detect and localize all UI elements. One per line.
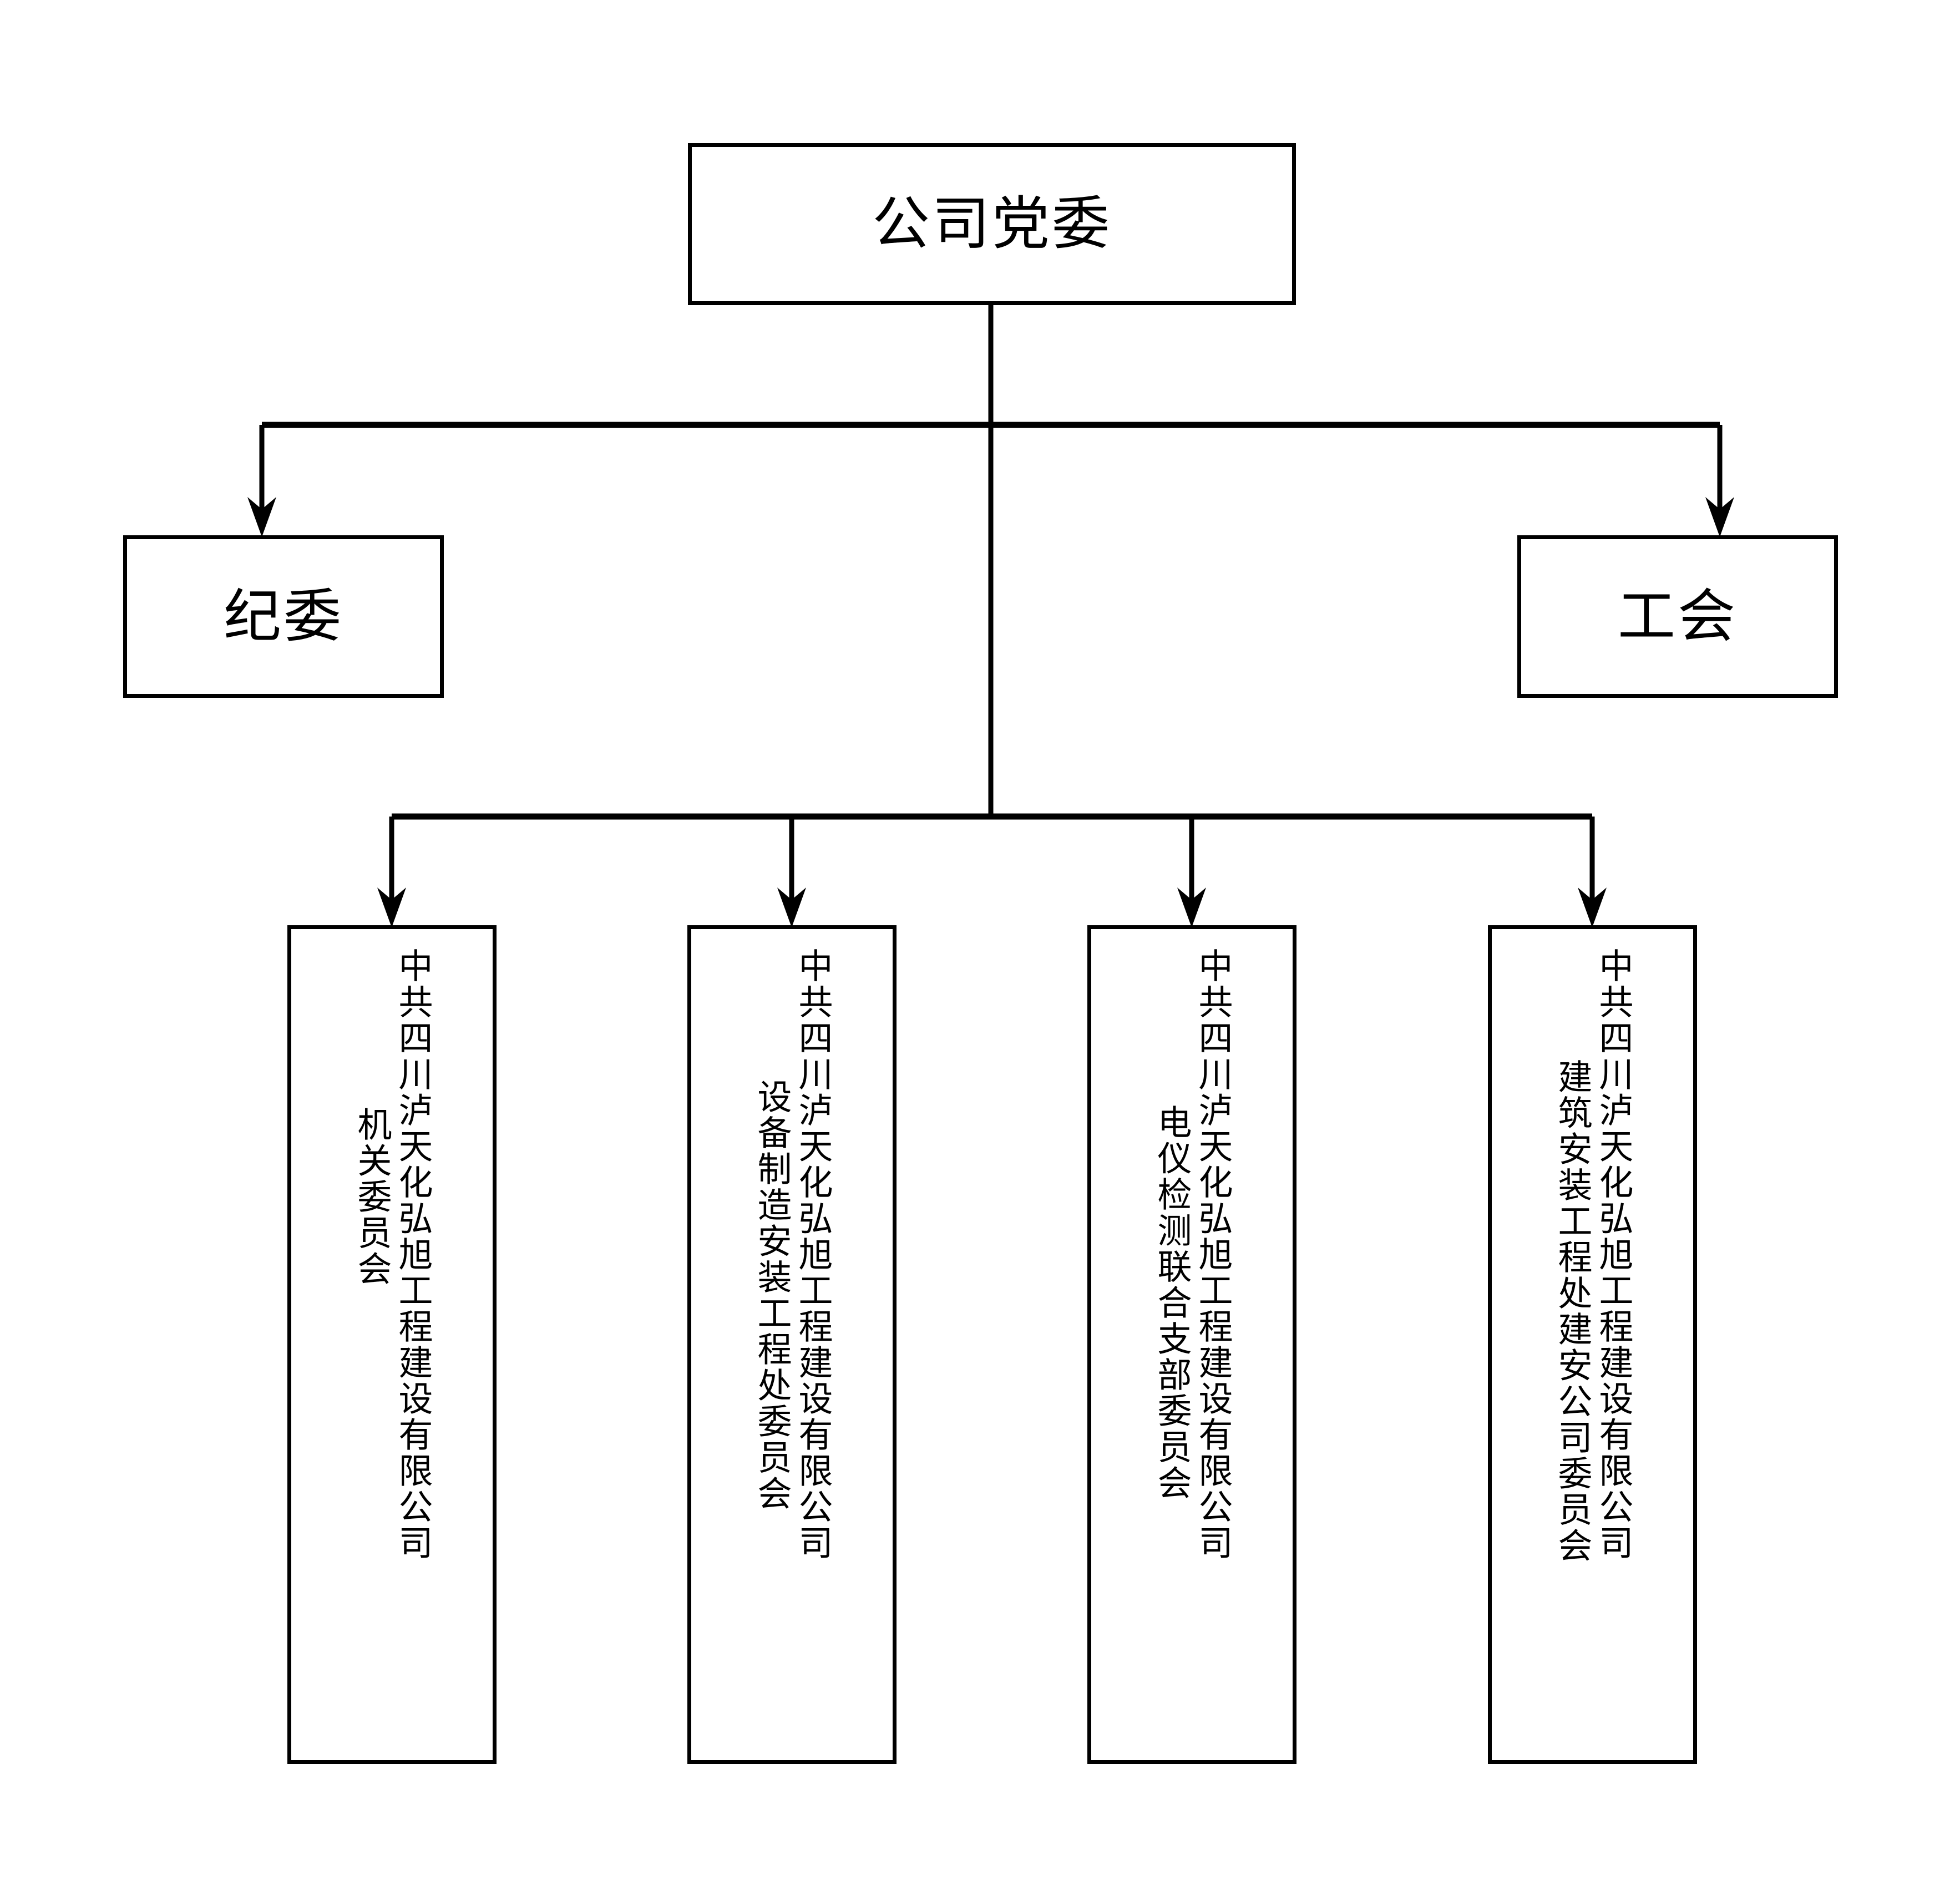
node-branch-equipment[interactable]: 中共四川泸天化弘旭工程建设有限公司 设备制造安装工程处委员会: [687, 925, 897, 1764]
arrowhead-branch-1: [377, 888, 406, 927]
node-branch-jiguan-company-label: 中共四川泸天化弘旭工程建设有限公司: [392, 948, 433, 1561]
node-branch-instrument[interactable]: 中共四川泸天化弘旭工程建设有限公司 电仪检测联合支部委员会: [1087, 925, 1296, 1764]
arrowhead-branch-2: [777, 888, 806, 927]
arrowhead-gonghui: [1705, 497, 1734, 537]
node-branch-construction[interactable]: 中共四川泸天化弘旭工程建设有限公司 建筑安装工程处建安公司委员会: [1488, 925, 1697, 1764]
arrowhead-branch-4: [1578, 888, 1607, 927]
node-discipline-commission-label: 纪委: [223, 582, 343, 650]
node-branch-instrument-company-label: 中共四川泸天化弘旭工程建设有限公司: [1192, 948, 1233, 1561]
node-branch-construction-company-label: 中共四川泸天化弘旭工程建设有限公司: [1593, 948, 1634, 1561]
arrowhead-jiwei: [247, 497, 276, 537]
node-root-label: 公司党委: [872, 190, 1112, 258]
node-branch-jiguan[interactable]: 中共四川泸天化弘旭工程建设有限公司 机关委员会: [287, 925, 497, 1764]
node-branch-jiguan-unit-label: 机关委员会: [351, 1107, 392, 1287]
arrowheads: [247, 497, 1734, 927]
node-branch-instrument-unit-label: 电仪检测联合支部委员会: [1151, 1104, 1192, 1501]
node-discipline-commission[interactable]: 纪委: [123, 535, 444, 698]
node-branch-construction-unit-label: 建筑安装工程处建安公司委员会: [1552, 1059, 1593, 1564]
node-root-party-committee[interactable]: 公司党委: [688, 143, 1296, 305]
node-labor-union-label: 工会: [1617, 582, 1738, 650]
node-branch-equipment-company-label: 中共四川泸天化弘旭工程建设有限公司: [792, 948, 833, 1561]
node-labor-union[interactable]: 工会: [1517, 535, 1838, 698]
arrowhead-branch-3: [1177, 888, 1206, 927]
node-branch-equipment-unit-label: 设备制造安装工程处委员会: [751, 1079, 792, 1512]
